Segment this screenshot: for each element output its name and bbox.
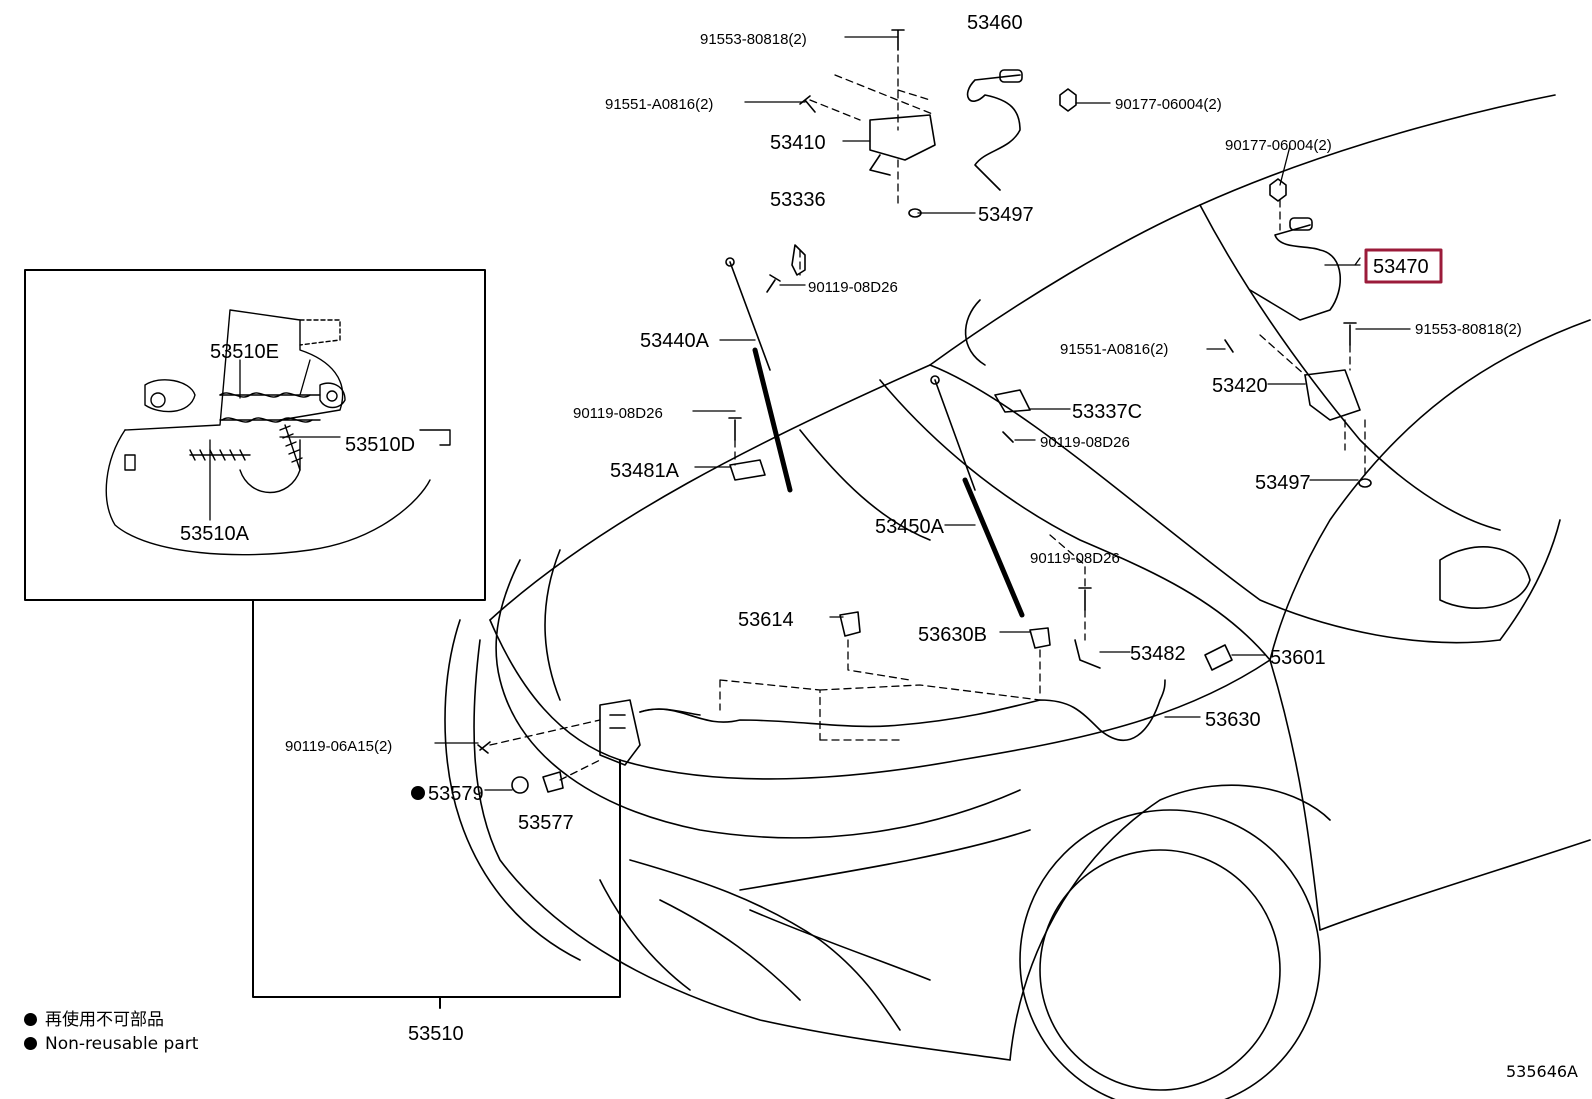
label-53497-right[interactable]: 53497	[1255, 472, 1311, 494]
label-53614[interactable]: 53614	[738, 609, 794, 631]
diagram-reference-code: 535646A	[1505, 1062, 1578, 1081]
label-90119-08d26-b[interactable]: 90119-08D26	[573, 405, 663, 422]
label-53510e[interactable]: 53510E	[210, 341, 279, 363]
inset-frame	[24, 269, 621, 1009]
legend-dot-icon	[24, 1037, 37, 1050]
non-reusable-marker	[411, 786, 425, 800]
highlight-box-53470	[1364, 248, 1443, 284]
legend-english-text: Non-reusable part	[45, 1034, 199, 1054]
label-53481a[interactable]: 53481A	[610, 460, 680, 482]
vehicle-outline	[444, 94, 1591, 1099]
label-90177-06004-right[interactable]: 90177-06004(2)	[1225, 137, 1332, 154]
label-53336[interactable]: 53336	[770, 189, 826, 211]
label-53450a[interactable]: 53450A	[875, 516, 945, 538]
label-53460[interactable]: 53460	[967, 12, 1023, 34]
label-53510d[interactable]: 53510D	[345, 434, 415, 456]
label-53440a[interactable]: 53440A	[640, 330, 710, 352]
legend-english: Non-reusable part	[24, 1034, 198, 1054]
label-53630[interactable]: 53630	[1205, 709, 1261, 731]
label-90119-06a15[interactable]: 90119-06A15(2)	[285, 738, 392, 755]
label-91551-a0816-right[interactable]: 91551-A0816(2)	[1060, 341, 1168, 358]
leader-lines	[209, 36, 1411, 791]
latch-detail-drawing	[105, 309, 451, 556]
label-90177-06004-top[interactable]: 90177-06004(2)	[1115, 96, 1222, 113]
legend-japanese: 再使用不可部品	[24, 1010, 164, 1030]
label-53579[interactable]: 53579	[428, 783, 484, 805]
label-91551-a0816-top[interactable]: 91551-A0816(2)	[605, 96, 713, 113]
label-53420[interactable]: 53420	[1212, 375, 1268, 397]
legend-japanese-text: 再使用不可部品	[45, 1010, 164, 1030]
label-53470[interactable]: 53470	[1373, 256, 1429, 278]
label-91553-80818-top[interactable]: 91553-80818(2)	[700, 31, 807, 48]
label-53510a[interactable]: 53510A	[180, 523, 250, 545]
part-drawings	[477, 29, 1372, 794]
label-53482[interactable]: 53482	[1130, 643, 1186, 665]
label-53601[interactable]: 53601	[1270, 647, 1326, 669]
label-90119-08d26-a[interactable]: 90119-08D26	[808, 279, 898, 296]
label-53577[interactable]: 53577	[518, 812, 574, 834]
label-90119-08d26-c[interactable]: 90119-08D26	[1040, 434, 1130, 451]
label-53497-top[interactable]: 53497	[978, 204, 1034, 226]
part-labels: 91553-80818(2) 53460 91551-A0816(2) 9017…	[180, 12, 1522, 1045]
assembly-dashed-lines	[489, 54, 1366, 781]
label-53630b[interactable]: 53630B	[918, 624, 987, 646]
label-53510[interactable]: 53510	[408, 1023, 464, 1045]
label-91553-80818-right[interactable]: 91553-80818(2)	[1415, 321, 1522, 338]
label-90119-08d26-d[interactable]: 90119-08D26	[1030, 550, 1120, 567]
label-53337c[interactable]: 53337C	[1072, 401, 1142, 423]
label-53410[interactable]: 53410	[770, 132, 826, 154]
legend-dot-icon	[24, 1013, 37, 1026]
